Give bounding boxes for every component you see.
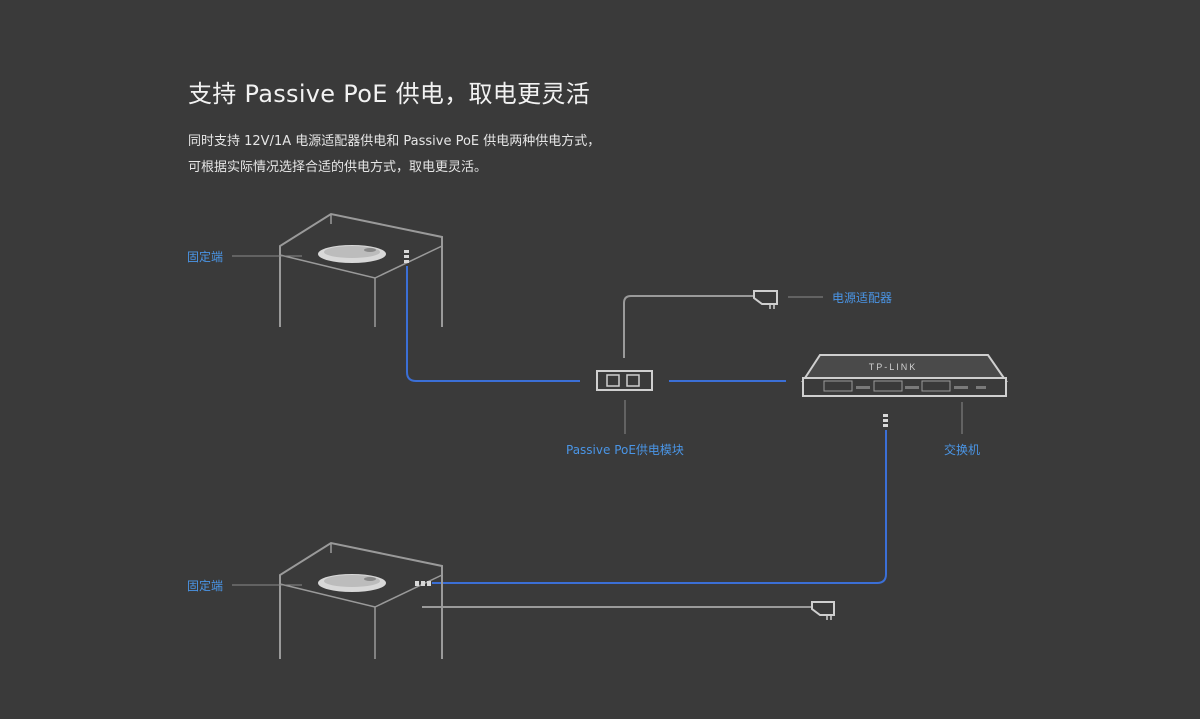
power-adapter-bottom-icon	[811, 601, 835, 620]
adapter-line-poe	[623, 295, 754, 358]
label-poe-module: Passive PoE供电模块	[566, 443, 684, 457]
access-point-bottom-icon	[318, 574, 386, 592]
label-fixed-end-bottom: 固定端	[187, 579, 224, 593]
switch-icon	[801, 354, 1008, 397]
page-title: 支持 Passive PoE 供电，取电更灵活	[188, 80, 590, 108]
power-adapter-top-icon	[753, 290, 778, 309]
label-switch: 交换机	[944, 443, 981, 457]
cable-switch-to-ap-bottom	[432, 430, 887, 584]
description-line-1: 同时支持 12V/1A 电源适配器供电和 Passive PoE 供电两种供电方…	[188, 134, 601, 149]
connector-bottom-icon	[415, 581, 431, 586]
poe-module-icon	[596, 370, 653, 391]
connector-switch-icon	[883, 414, 888, 427]
ceiling-box-bottom	[279, 541, 443, 659]
access-point-top-icon	[318, 245, 386, 263]
label-power-adapter: 电源适配器	[832, 291, 893, 305]
connector-top-icon	[404, 250, 409, 263]
ceiling-box-top	[279, 212, 443, 327]
cable-ap-top-to-poe	[406, 266, 580, 382]
label-fixed-end-top: 固定端	[187, 250, 224, 264]
switch-brand-text: TP-LINK	[869, 362, 918, 372]
description-line-2: 可根据实际情况选择合适的供电方式，取电更灵活。	[188, 160, 488, 175]
